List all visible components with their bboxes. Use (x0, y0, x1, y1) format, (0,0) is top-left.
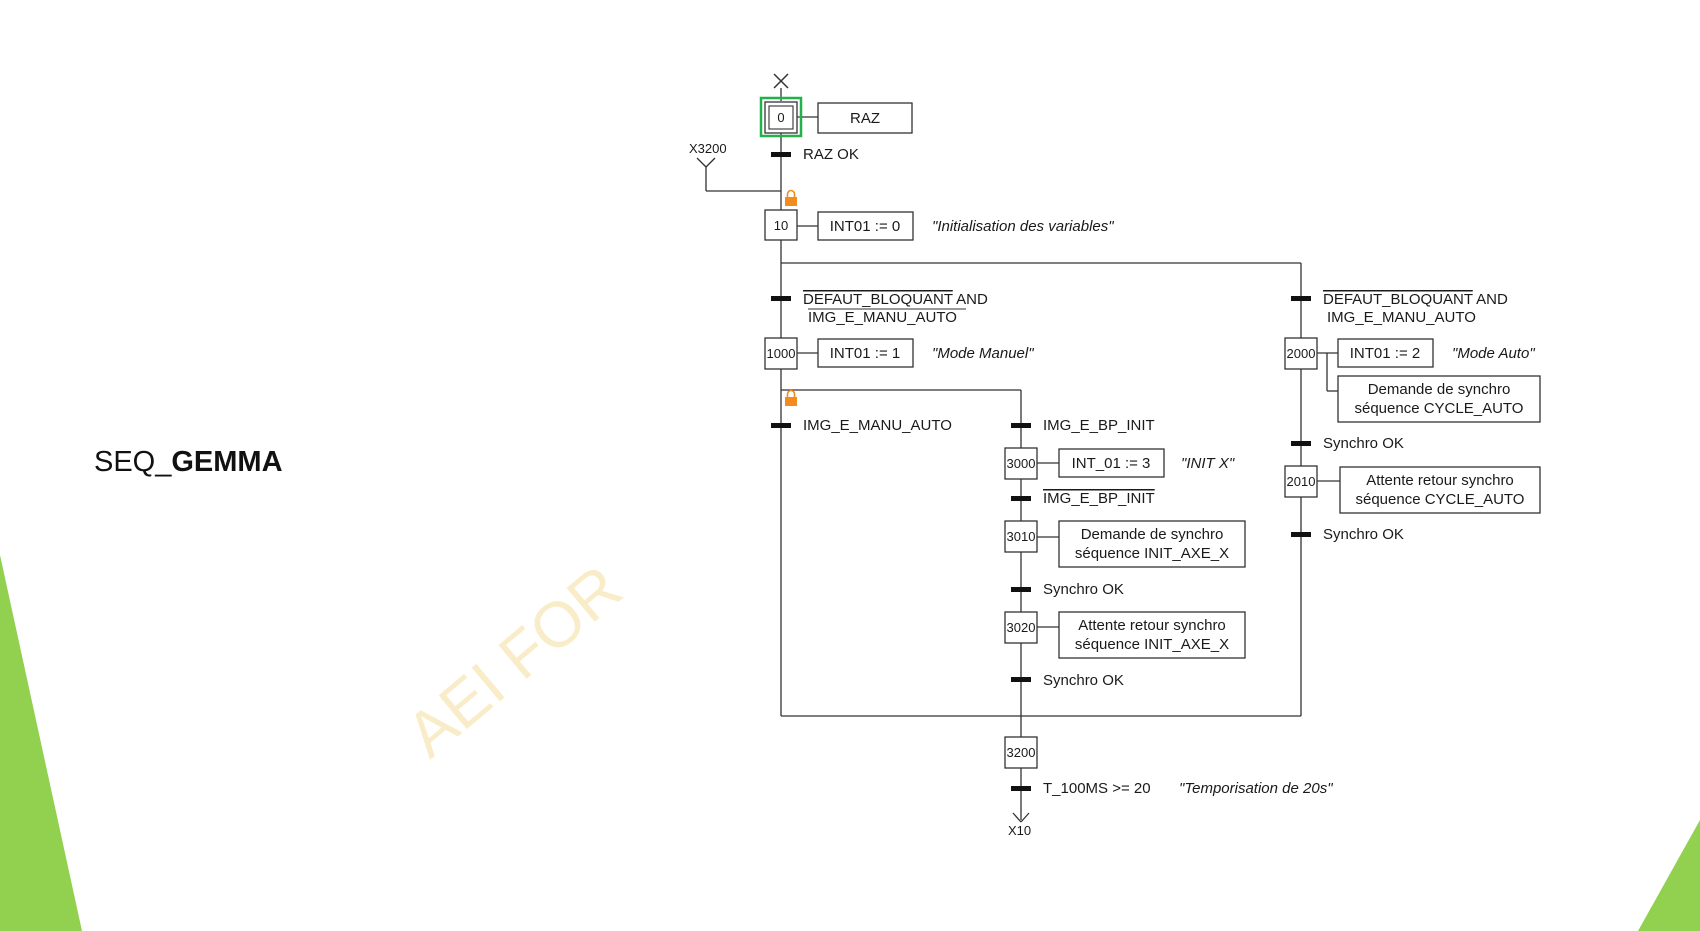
slide-title: SEQ_GEMMA (94, 446, 283, 479)
step-0-box[interactable] (764, 101, 798, 134)
jump-target-arrow (1012, 812, 1030, 823)
action-text: RAZ (850, 110, 880, 127)
step-number: 3020 (1007, 620, 1036, 635)
step-3000-box[interactable] (1004, 447, 1038, 480)
step-number: 3000 (1007, 456, 1036, 471)
transition-bars (771, 152, 1311, 791)
transition-label: Synchro OK (1043, 672, 1124, 689)
action-box (1058, 448, 1165, 478)
transition-label: DEFAUT_BLOQUANT AND (803, 291, 988, 308)
transition-bar (1011, 423, 1031, 428)
step-3010-box[interactable] (1004, 520, 1038, 553)
action-text: séquence INIT_AXE_X (1075, 545, 1229, 562)
action-comment: "Initialisation des variables" (932, 218, 1114, 235)
action-box (817, 211, 914, 241)
action-box (817, 338, 914, 368)
transition-label: IMG_E_MANU_AUTO (808, 309, 957, 326)
transition-bar (771, 423, 791, 428)
transition-bar (1011, 496, 1031, 501)
action-text: Demande de synchro (1368, 381, 1511, 398)
step-number: 10 (774, 218, 788, 233)
action-box (1058, 520, 1246, 568)
transition-label: IMG_E_MANU_AUTO (803, 417, 952, 434)
green-corner-left (0, 555, 82, 931)
step-number: 0 (777, 110, 784, 125)
action-text: séquence CYCLE_AUTO (1355, 400, 1524, 417)
transition-label: IMG_E_MANU_AUTO (1327, 309, 1476, 326)
action-text: Attente retour synchro (1366, 472, 1514, 489)
condition-operator: AND (1473, 291, 1508, 308)
step-3020-box[interactable] (1004, 611, 1038, 644)
action-text: INT01 := 1 (830, 345, 900, 362)
transition-bar (1291, 296, 1311, 301)
step-3200-box[interactable] (1004, 736, 1038, 769)
step-number: 2000 (1287, 346, 1316, 361)
transition-label: T_100MS >= 20 (1043, 780, 1151, 797)
overlined-condition: DEFAUT_BLOQUANT (803, 291, 953, 308)
condition-operator: AND (953, 291, 988, 308)
transition-bar (1011, 786, 1031, 791)
action-text: INT01 := 2 (1350, 345, 1420, 362)
action-box (1058, 611, 1246, 659)
transition-label: DEFAUT_BLOQUANT AND (1323, 291, 1508, 308)
step-number: 3200 (1007, 745, 1036, 760)
transition-bar (771, 296, 791, 301)
transition-bar (1011, 587, 1031, 592)
action-text: Demande de synchro (1081, 526, 1224, 543)
action-text: séquence INIT_AXE_X (1075, 636, 1229, 653)
transition-label: IMG_E_BP_INIT (1043, 417, 1155, 434)
jump-target-label: X10 (1008, 823, 1031, 838)
action-comment: "Mode Auto" (1452, 345, 1535, 362)
step-0-active-frame[interactable] (759, 96, 803, 138)
action-comment: "INIT X" (1181, 455, 1235, 472)
jump-source-label: X3200 (689, 141, 727, 156)
overlined-condition: DEFAUT_BLOQUANT (1323, 291, 1473, 308)
step-2000-box[interactable] (1284, 337, 1318, 370)
step-1000-box[interactable] (764, 337, 798, 370)
action-text: INT_01 := 3 (1072, 455, 1151, 472)
action-box (1337, 375, 1541, 423)
action-box (1337, 338, 1434, 368)
step-number: 3010 (1007, 529, 1036, 544)
title-prefix: SEQ_ (94, 446, 172, 478)
transition-label: Synchro OK (1323, 435, 1404, 452)
transition-bar (1291, 441, 1311, 446)
action-comment: "Mode Manuel" (932, 345, 1034, 362)
step-number: 2010 (1287, 474, 1316, 489)
green-corner-right (1638, 820, 1700, 931)
transition-bar (1011, 677, 1031, 682)
transition-bar (1291, 532, 1311, 537)
lock-icon (785, 189, 797, 206)
close-x-icon (773, 73, 789, 89)
transition-comment: "Temporisation de 20s" (1179, 780, 1333, 797)
watermark: AEI FOR (393, 551, 635, 771)
action-box (817, 102, 913, 134)
transition-label: IMG_E_BP_INIT (1043, 490, 1155, 507)
transition-bar (771, 152, 791, 157)
lock-icon (785, 389, 797, 406)
transition-label: Synchro OK (1323, 526, 1404, 543)
step-10-box[interactable] (764, 209, 798, 241)
title-bold: GEMMA (171, 446, 283, 478)
transition-label: RAZ OK (803, 146, 859, 163)
action-box (1339, 466, 1541, 514)
jump-source-marker (696, 157, 716, 168)
step-2010-box[interactable] (1284, 465, 1318, 498)
action-text: séquence CYCLE_AUTO (1356, 491, 1525, 508)
action-text: INT01 := 0 (830, 218, 900, 235)
step-0-inner-box (768, 105, 794, 130)
action-text: Attente retour synchro (1078, 617, 1226, 634)
step-number: 1000 (767, 346, 796, 361)
transition-label: Synchro OK (1043, 581, 1124, 598)
